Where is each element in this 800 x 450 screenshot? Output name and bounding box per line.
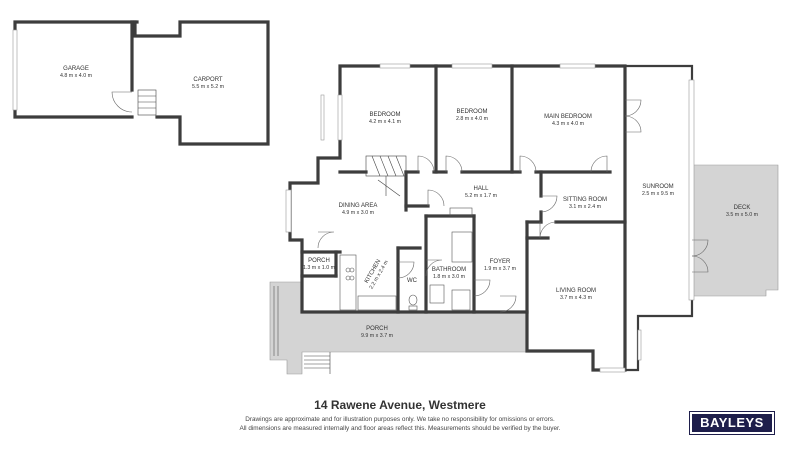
garage-door-arc [111, 91, 133, 113]
sitting-name: SITTING ROOM [563, 197, 607, 203]
disclaimer-line-1: Drawings are approximate and for illustr… [245, 416, 555, 423]
dining-size: 4.9 m x 3.0 m [342, 210, 375, 216]
hall-size: 5.2 m x 1.7 m [465, 193, 498, 199]
hall-name: HALL [473, 186, 489, 192]
deck-name: DECK [734, 205, 751, 211]
property-address: 14 Rawene Avenue, Westmere [314, 398, 486, 412]
sitting-size: 3.1 m x 2.4 m [569, 204, 602, 210]
porch-large-name: PORCH [366, 326, 388, 332]
foyer-name: FOYER [490, 259, 511, 265]
logo-text: BAYLEYS [700, 415, 764, 430]
garage-carport-walls [12, 20, 270, 146]
sunroom-name: SUNROOM [642, 184, 673, 190]
garage-name: GARAGE [63, 66, 89, 72]
garage-steps [137, 89, 157, 116]
wc-name: WC [407, 278, 418, 284]
bedroom2-name: BEDROOM [456, 109, 487, 115]
carport-size: 5.5 m x 5.2 m [192, 84, 225, 90]
doors [317, 99, 709, 313]
bedroom1-size: 4.2 m x 4.1 m [369, 119, 402, 125]
bathroom-size: 1.8 m x 3.0 m [433, 274, 466, 280]
carport-name: CARPORT [193, 77, 223, 83]
windows [285, 63, 695, 373]
porch-railing [273, 286, 279, 356]
disclaimer-line-2: All dimensions are measured internally a… [239, 425, 561, 432]
living-size: 3.7 m x 4.3 m [560, 295, 593, 301]
porch-small-size: 1.3 m x 1.0 m [303, 265, 336, 271]
bedroom1-name: BEDROOM [369, 112, 400, 118]
living-name: LIVING ROOM [556, 288, 596, 294]
main-bedroom-name: MAIN BEDROOM [544, 114, 592, 120]
deck-area [692, 164, 779, 297]
main-bedroom-size: 4.3 m x 4.0 m [552, 121, 585, 127]
foyer-size: 1.9 m x 3.7 m [484, 266, 517, 272]
bathroom-name: BATHROOM [432, 267, 466, 273]
garage-door-window [12, 29, 18, 111]
fixtures [339, 155, 473, 311]
sunroom-size: 2.5 m x 9.5 m [642, 191, 675, 197]
bedroom2-size: 2.8 m x 4.0 m [456, 116, 489, 122]
porch-large-size: 9.9 m x 3.7 m [361, 333, 394, 339]
porch-small-name: PORCH [308, 258, 330, 264]
porch-steps [304, 352, 331, 374]
room-labels: GARAGE 4.8 m x 4.0 m CARPORT 5.5 m x 5.2… [60, 66, 759, 339]
outdoor-areas [269, 164, 779, 375]
bayleys-logo: BAYLEYS [689, 411, 775, 435]
garage-size: 4.8 m x 4.0 m [60, 73, 93, 79]
interior-stairs [365, 155, 407, 197]
dining-name: DINING AREA [339, 203, 378, 209]
deck-size: 3.5 m x 5.0 m [726, 212, 759, 218]
